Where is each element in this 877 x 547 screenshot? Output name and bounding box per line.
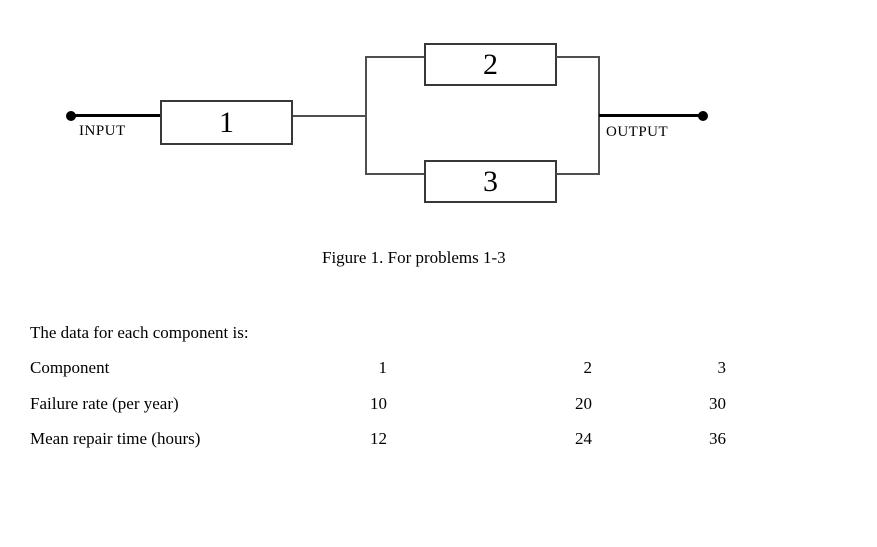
table-cell: 36: [709, 429, 726, 448]
input-line: [71, 114, 160, 117]
block-3-label: 3: [483, 164, 498, 198]
table-cell: 24: [575, 429, 592, 448]
branch-left-vertical-line: [365, 56, 367, 175]
table-cell: 20: [575, 394, 592, 413]
output-label: OUTPUT: [606, 124, 669, 140]
block-1-label: 1: [219, 105, 234, 139]
component-block-2: 2: [424, 43, 557, 86]
reliability-block-diagram: INPUT 1 2 3 OUTPUT: [0, 0, 877, 230]
branch-bottom-right-connector: [556, 173, 599, 175]
branch-top-right-connector: [556, 56, 599, 58]
intro-text: The data for each component is:: [30, 323, 249, 342]
table-row: Failure rate (per year) 10 20 30: [0, 394, 877, 416]
output-line: [599, 114, 703, 117]
figure-caption: Figure 1. For problems 1-3: [322, 248, 506, 267]
table-cell: 10: [370, 394, 387, 413]
table-cell: 30: [709, 394, 726, 413]
table-row: Component 1 2 3: [0, 358, 877, 380]
component-data-table: Component 1 2 3 Failure rate (per year) …: [0, 350, 877, 460]
table-row: Mean repair time (hours) 12 24 36: [0, 429, 877, 451]
row-label: Mean repair time (hours): [30, 429, 201, 448]
table-cell: 2: [583, 358, 593, 377]
table-cell: 12: [370, 429, 387, 448]
row-label: Failure rate (per year): [30, 394, 179, 413]
row-label: Component: [30, 358, 110, 377]
series-connector-line: [293, 115, 366, 117]
output-terminal-dot: [698, 111, 708, 121]
branch-bottom-left-connector: [366, 173, 424, 175]
component-block-1: 1: [160, 100, 293, 145]
branch-top-left-connector: [366, 56, 424, 58]
block-2-label: 2: [483, 47, 498, 81]
table-cell: 1: [378, 358, 388, 377]
component-block-3: 3: [424, 160, 557, 203]
table-cell: 3: [717, 358, 727, 377]
input-label: INPUT: [79, 123, 126, 139]
